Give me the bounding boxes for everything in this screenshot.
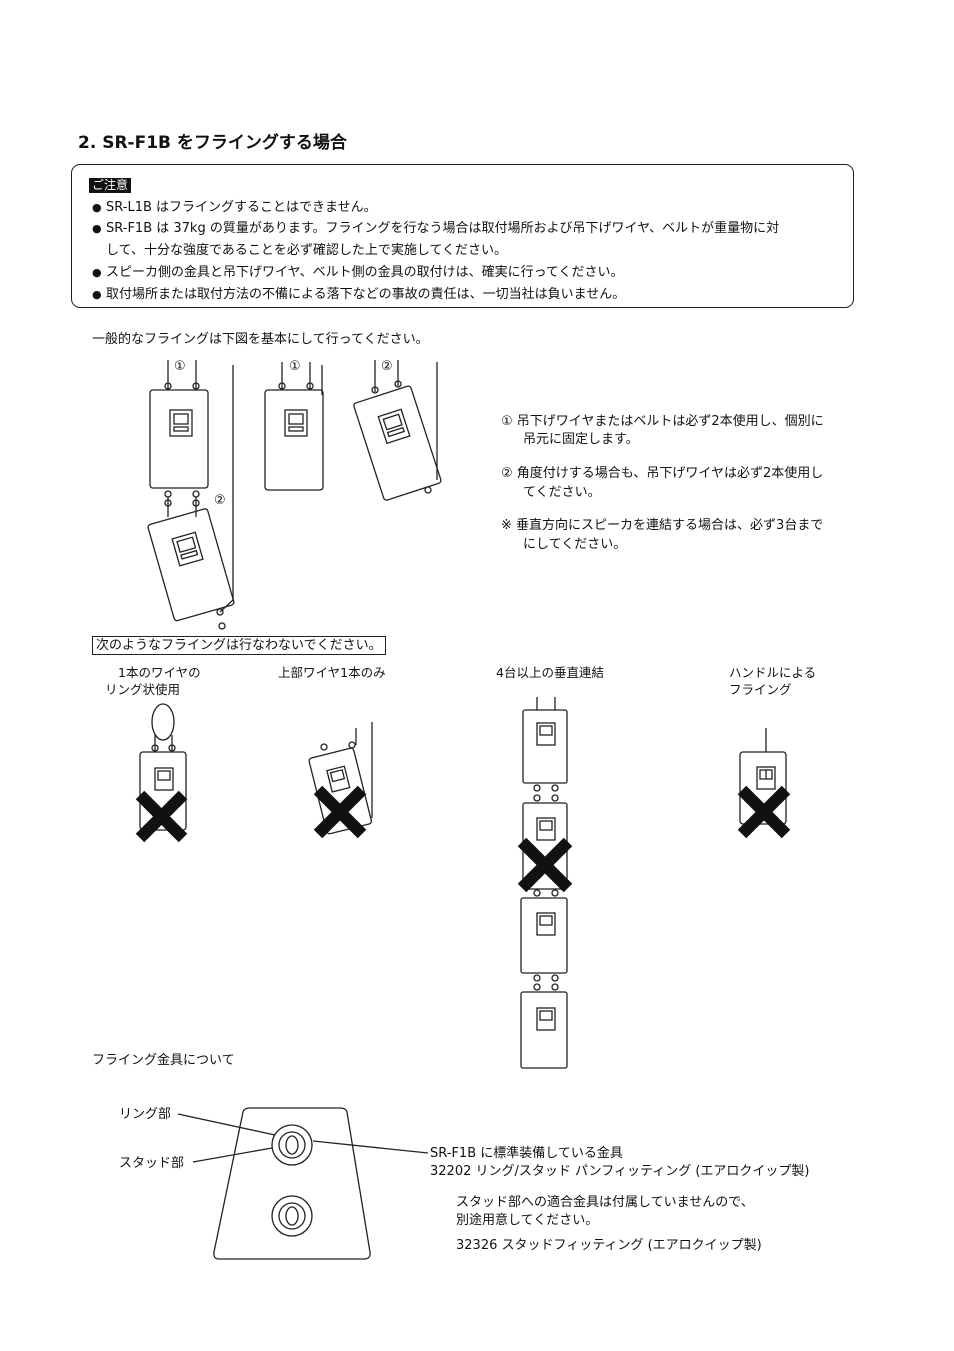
marker-2: ② — [214, 493, 226, 508]
caution-item: ●SR-F1B は 37kg の質量があります。フライングを行なう場合は取付場所… — [92, 221, 780, 236]
marker-2: ② — [381, 359, 393, 374]
prohibited-caption: フライング — [729, 682, 792, 697]
stud-fitting-part: 32326 スタッドフィッティング (エアロクイップ製) — [456, 1238, 762, 1253]
note-3: ※ 垂直方向にスピーカを連結する場合は、必ず3台まで — [501, 518, 824, 533]
caution-item: ●SR-L1B はフライングすることはできません。 — [92, 200, 377, 215]
note-1: ① 吊下げワイヤまたはベルトは必ず2本使用し、個別に — [501, 414, 824, 429]
prohibited-caption: 4台以上の垂直連結 — [496, 665, 604, 680]
caution-box — [71, 164, 854, 308]
prohibited-caption: 上部ワイヤ1本のみ — [278, 665, 386, 680]
prohibited-illustration — [737, 728, 791, 839]
ring-label: リング部 — [119, 1107, 172, 1122]
fitting-panel-illustration — [177, 1107, 429, 1260]
bullet-icon: ● — [92, 288, 102, 301]
standard-fitting-part: 32202 リング/スタッド パンフィッティング (エアロクイップ製) — [430, 1164, 810, 1179]
speaker-illustration — [264, 362, 324, 491]
section-title: 2. SR-F1B をフライングする場合 — [78, 133, 347, 153]
note-2: ② 角度付けする場合も、吊下げワイヤは必ず2本使用し — [501, 466, 824, 481]
prohibited-caption: 1本のワイヤの — [118, 665, 201, 680]
bullet-icon: ● — [92, 201, 102, 214]
prohibited-illustration — [308, 722, 373, 839]
prohibited-header: 次のようなフライングは行なわないでください。 — [92, 636, 386, 655]
stud-note-cont: 別途用意してください。 — [456, 1213, 599, 1228]
prohibited-illustration — [517, 697, 573, 1069]
note-2-cont: てください。 — [523, 485, 601, 500]
fittings-heading: フライング金具について — [92, 1053, 235, 1068]
speaker-illustration — [149, 360, 209, 517]
caution-label: ご注意 — [89, 178, 132, 193]
prohibited-illustration — [135, 703, 188, 843]
prohibited-caption: ハンドルによる — [729, 665, 817, 680]
bullet-icon: ● — [92, 222, 102, 235]
prohibited-caption: リング状使用 — [105, 682, 181, 697]
stud-label: スタッド部 — [119, 1156, 185, 1171]
note-1-cont: 吊元に固定します。 — [523, 432, 639, 447]
caution-item-continuation: して、十分な強度であることを必ず確認した上で実施してください。 — [106, 243, 508, 258]
caution-item: ●取付場所または取付方法の不備による落下などの事故の責任は、一切当社は負いません… — [92, 287, 626, 302]
marker-1: ① — [174, 359, 186, 374]
standard-fitting-line: SR-F1B に標準装備している金具 — [430, 1146, 623, 1161]
caution-item: ●スピーカ側の金具と吊下げワイヤ、ベルト側の金具の取付けは、確実に行ってください… — [92, 265, 624, 280]
note-3-cont: にしてください。 — [523, 537, 627, 552]
speaker-illustration — [147, 508, 235, 622]
general-intro: 一般的なフライングは下図を基本にして行ってください。 — [92, 332, 429, 347]
bullet-icon: ● — [92, 266, 102, 279]
marker-1: ① — [289, 359, 301, 374]
speaker-illustration — [353, 360, 442, 501]
stud-note: スタッド部への適合金具は付属していませんので、 — [456, 1195, 754, 1210]
